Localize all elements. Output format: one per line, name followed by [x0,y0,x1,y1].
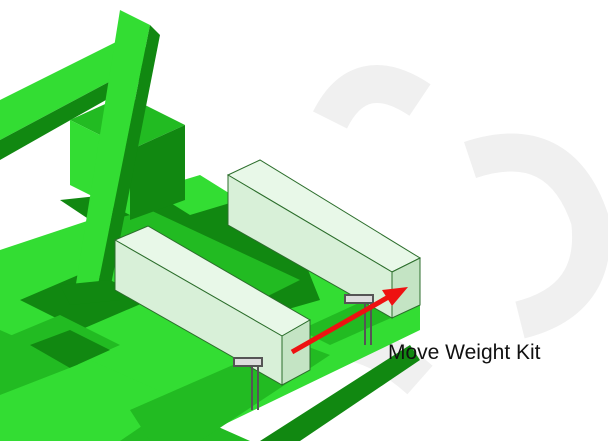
rear-weight-block [226,159,422,319]
vertical-post [60,10,160,305]
red-arrow-icon [290,287,408,355]
move-weight-kit-label: Move Weight Kit [388,341,541,364]
